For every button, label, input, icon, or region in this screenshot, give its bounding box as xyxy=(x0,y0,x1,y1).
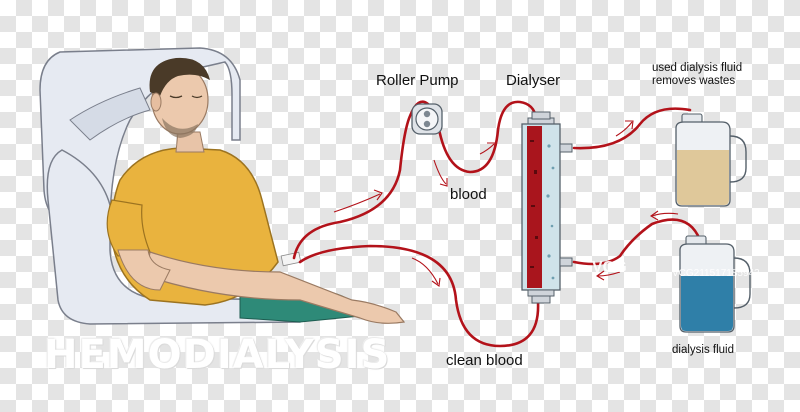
dialyser xyxy=(521,111,573,304)
flow-arrows xyxy=(333,120,679,287)
label-roller-pump: Roller Pump xyxy=(376,72,459,89)
dialysis-fluid-jug xyxy=(679,235,751,333)
label-clean-blood: clean blood xyxy=(446,352,523,369)
label-used-fluid-line2: removes wastes xyxy=(652,75,736,87)
roller-pump xyxy=(411,103,443,135)
label-dialyser: Dialyser xyxy=(506,72,561,89)
label-used-fluid-line1: used dialysis fluid xyxy=(652,62,743,74)
patient xyxy=(106,57,406,324)
used-fluid-jug xyxy=(675,113,747,207)
watermark-text: VCG211517185943 xyxy=(672,268,760,279)
label-blood: blood xyxy=(450,186,487,203)
label-used-fluid: used dialysis fluid removes wastes xyxy=(652,62,742,88)
label-dialysis-fluid: dialysis fluid xyxy=(672,344,734,356)
watermark-logo: VCG xyxy=(592,259,627,276)
diagram-title: HEMODIALYSIS xyxy=(44,332,391,378)
